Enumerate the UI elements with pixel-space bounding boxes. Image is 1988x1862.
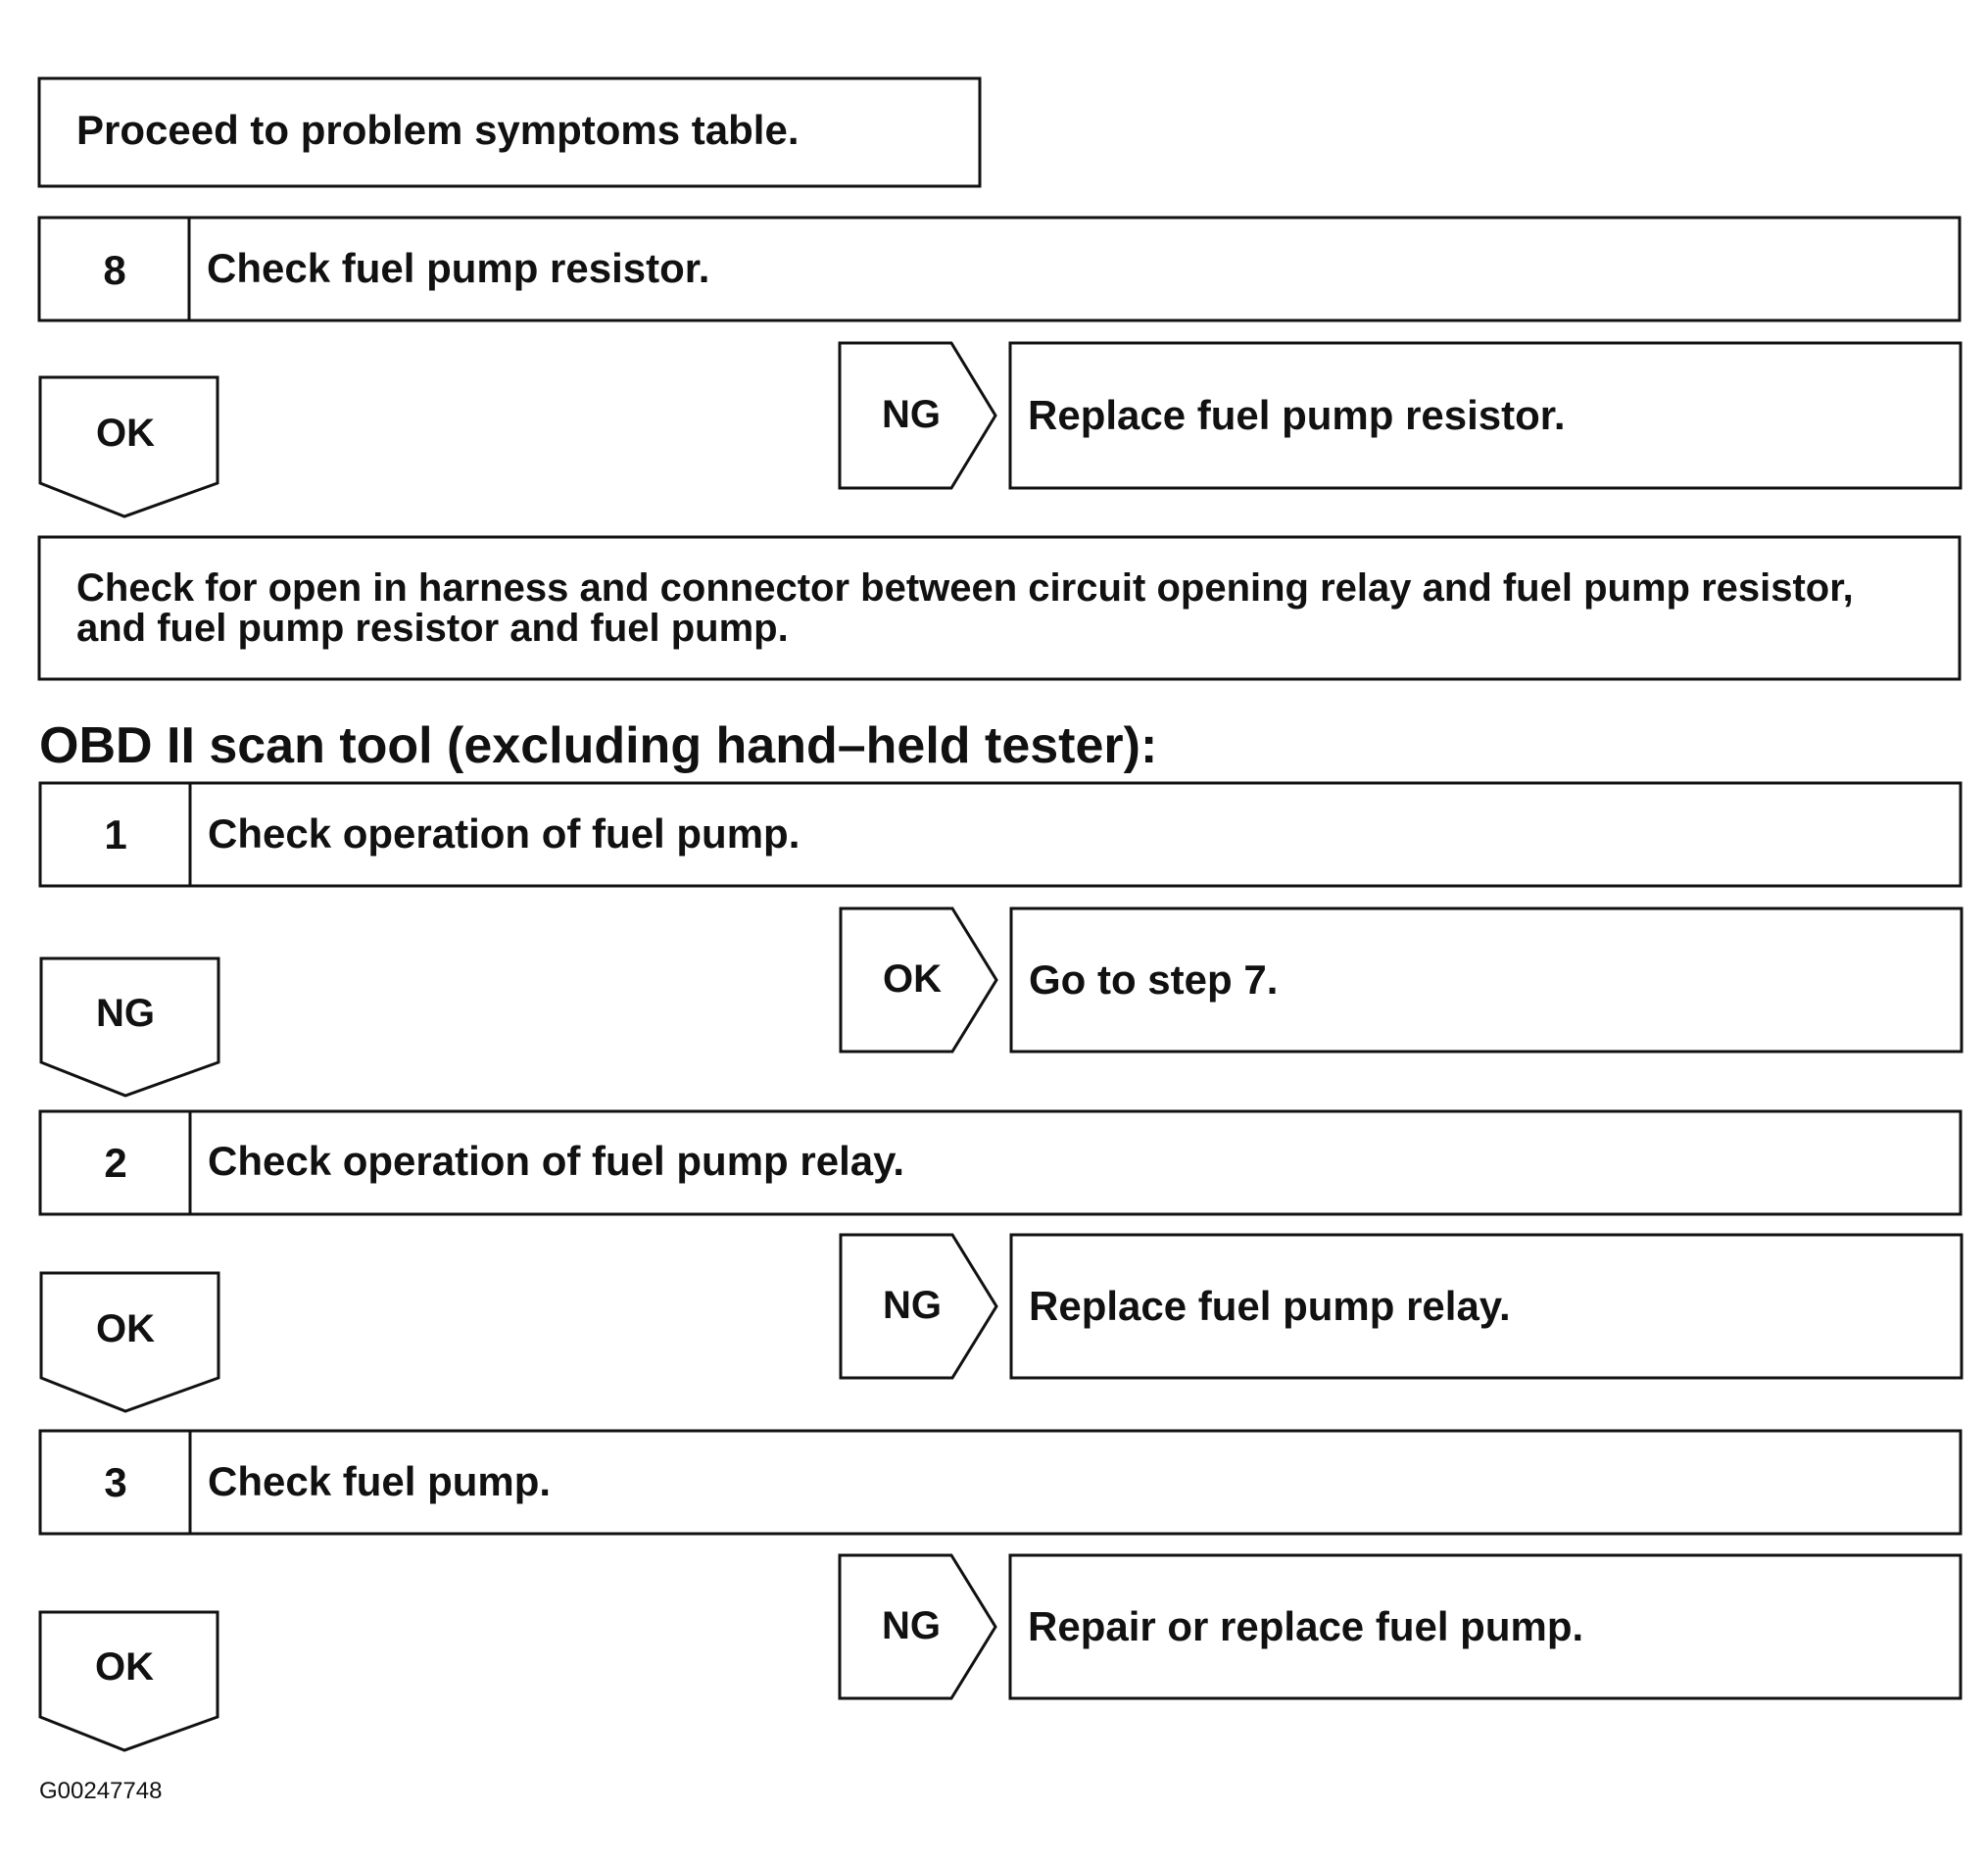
proceed-text: Proceed to problem symptoms table. (76, 107, 800, 153)
check-open-line2: and fuel pump resistor and fuel pump. (76, 607, 789, 650)
step-8-text: Check fuel pump resistor. (207, 245, 709, 291)
branch-2-action-box: Replace fuel pump relay. (1009, 1233, 1964, 1380)
branch-3-right-arrow: NG (838, 1553, 997, 1700)
step-2-box: 2 Check operation of fuel pump relay. (38, 1109, 1963, 1216)
branch-3-right-label: NG (882, 1604, 941, 1647)
step-2-number: 2 (104, 1140, 126, 1186)
step-3-text: Check fuel pump. (208, 1458, 551, 1504)
branch-8-right-arrow: NG (838, 341, 997, 490)
step-8-number: 8 (103, 247, 125, 293)
step-1-text: Check operation of fuel pump. (208, 810, 800, 857)
branch-3-down-arrow: OK (38, 1610, 219, 1752)
branch-2-action-text: Replace fuel pump relay. (1029, 1283, 1511, 1329)
step-3-box: 3 Check fuel pump. (38, 1429, 1963, 1536)
branch-3-action-box: Repair or replace fuel pump. (1008, 1553, 1963, 1700)
branch-8-action-box: Replace fuel pump resistor. (1008, 341, 1963, 490)
branch-3-action-text: Repair or replace fuel pump. (1028, 1603, 1583, 1649)
branch-2-right-arrow: NG (839, 1233, 998, 1380)
step-3-number: 3 (104, 1459, 126, 1505)
branch-8-down-arrow: OK (38, 375, 219, 518)
branch-2-down-label: OK (96, 1307, 155, 1350)
step-2-text: Check operation of fuel pump relay. (208, 1138, 904, 1184)
step-8-box: 8 Check fuel pump resistor. (37, 216, 1962, 322)
branch-1-down-arrow: NG (39, 956, 220, 1098)
branch-3-down-label: OK (95, 1645, 154, 1689)
branch-1-right-label: OK (883, 957, 942, 1001)
branch-2-down-arrow: OK (39, 1271, 220, 1413)
branch-8-down-label: OK (96, 412, 155, 455)
branch-8-right-label: NG (882, 393, 941, 436)
step-1-box: 1 Check operation of fuel pump. (38, 781, 1963, 888)
check-open-line1: Check for open in harness and connector … (76, 566, 1854, 610)
check-open-box: Check for open in harness and connector … (37, 535, 1962, 681)
proceed-box: Proceed to problem symptoms table. (37, 76, 982, 188)
branch-1-action-text: Go to step 7. (1029, 956, 1278, 1003)
branch-1-down-label: NG (96, 992, 155, 1035)
branch-1-action-box: Go to step 7. (1009, 906, 1964, 1054)
branch-8-action-text: Replace fuel pump resistor. (1028, 392, 1566, 438)
figure-code: G00247748 (39, 1778, 162, 1804)
branch-1-right-arrow: OK (839, 906, 998, 1054)
step-1-number: 1 (104, 811, 126, 858)
branch-2-right-label: NG (883, 1284, 942, 1327)
section-heading: OBD II scan tool (excluding hand–held te… (39, 717, 1157, 774)
